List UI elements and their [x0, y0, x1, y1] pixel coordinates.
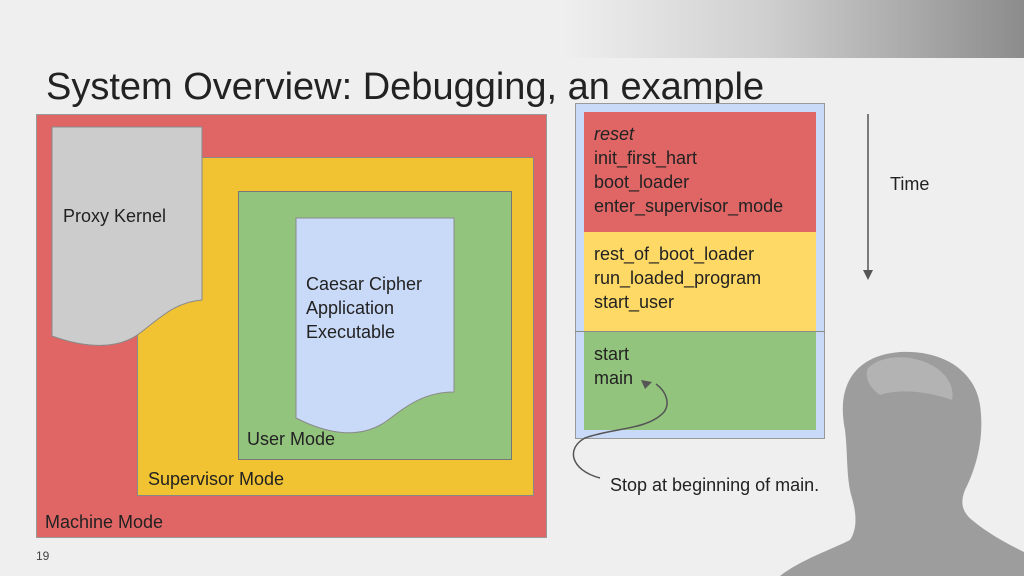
timeline-item-enter-supervisor-mode: enter_supervisor_mode	[594, 196, 784, 216]
stop-annotation-note: Stop at beginning of main.	[610, 475, 820, 495]
timeline-segment-supervisor: rest_of_boot_loader run_loaded_program s…	[584, 232, 816, 332]
timeline-segment-machine: reset init_first_hart boot_loader enter_…	[584, 112, 816, 232]
user-mode-label: User Mode	[247, 429, 336, 449]
timeline-item-init-first-hart: init_first_hart	[594, 148, 698, 168]
application-label-line-3: Executable	[306, 322, 396, 342]
bust-statue-image	[780, 351, 1024, 576]
timeline-item-reset: reset	[594, 124, 635, 144]
page-number: 19	[36, 549, 50, 563]
supervisor-mode-label: Supervisor Mode	[148, 469, 285, 489]
timeline-item-run-loaded-program: run_loaded_program	[594, 268, 762, 288]
stop-annotation-arrow	[572, 380, 668, 479]
header-band	[0, 0, 1024, 58]
timeline-divider	[575, 331, 825, 332]
application-label-line-1: Caesar Cipher	[306, 274, 423, 294]
application-document-shape	[295, 217, 455, 434]
timeline-segment-user: start main	[584, 332, 816, 430]
machine-mode-label: Machine Mode	[45, 512, 164, 532]
timeline-item-boot-loader: boot_loader	[594, 172, 690, 192]
application-label: Caesar Cipher Application Executable	[306, 272, 422, 344]
proxy-kernel-label: Proxy Kernel	[63, 206, 167, 226]
time-arrow	[863, 114, 873, 280]
application-label-line-2: Application	[306, 298, 395, 318]
proxy-kernel-shape	[51, 126, 203, 346]
time-label: Time	[890, 174, 930, 194]
timeline-item-rest-of-boot-loader: rest_of_boot_loader	[594, 244, 755, 264]
timeline-item-start-user: start_user	[594, 292, 675, 312]
timeline-item-main: main	[594, 368, 634, 388]
timeline-item-start: start	[594, 344, 630, 364]
timeline-stack: reset init_first_hart boot_loader enter_…	[575, 103, 825, 439]
slide-title: System Overview: Debugging, an example	[46, 66, 765, 108]
